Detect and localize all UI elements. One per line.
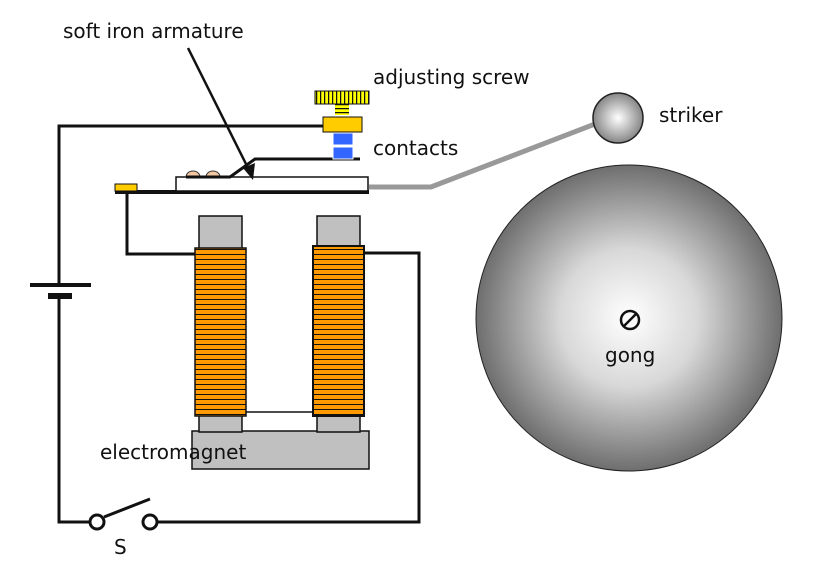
- armature-assembly: [114, 157, 369, 194]
- right-core-bottom: [316, 414, 361, 433]
- adjusting-screw[interactable]: [314, 90, 370, 160]
- screw-knurled-head[interactable]: [314, 90, 370, 105]
- wire-switch-to-coil: [156, 251, 421, 524]
- left-core-bottom: [198, 414, 243, 433]
- armature-pointer-arrow: [186, 47, 255, 180]
- soft-iron-armature: [175, 176, 369, 192]
- screw-nut: [322, 116, 363, 133]
- switch-terminal-left: [88, 513, 106, 531]
- screw-head-icon: [619, 309, 641, 331]
- left-core-top: [198, 215, 243, 251]
- wire-battery-to-switch: [57, 296, 92, 524]
- right-coil: [312, 245, 365, 417]
- armature-label: soft iron armature: [63, 19, 244, 43]
- gong-bell: [475, 164, 783, 472]
- switch-label: S: [114, 535, 127, 559]
- striker-label: striker: [659, 103, 723, 127]
- contact-block-lower: [332, 146, 354, 160]
- left-coil: [194, 247, 247, 417]
- striker-ball: [592, 92, 644, 144]
- electromagnet-label: electromagnet: [100, 440, 246, 464]
- gong-label: gong: [605, 343, 655, 367]
- striker: [369, 92, 644, 190]
- switch-terminal-right: [141, 513, 159, 531]
- battery-cell: [30, 283, 91, 299]
- striker-arm: [369, 121, 596, 190]
- switch[interactable]: [88, 497, 159, 531]
- right-core-top: [316, 215, 361, 249]
- adjusting-screw-label: adjusting screw: [373, 65, 530, 89]
- wire-top-left: [57, 124, 325, 287]
- wire-armature-to-coil: [125, 190, 198, 256]
- contact-block-upper: [332, 132, 354, 146]
- electromagnet-base: [191, 430, 370, 470]
- pivot-mount: [114, 183, 138, 192]
- contact-spring: [186, 157, 360, 179]
- circuit-wires: [57, 124, 421, 524]
- screw-thread: [335, 104, 349, 115]
- switch-lever[interactable]: [103, 497, 151, 519]
- gong: [475, 164, 783, 472]
- contacts-label: contacts: [373, 136, 458, 160]
- electromagnet: [191, 215, 370, 470]
